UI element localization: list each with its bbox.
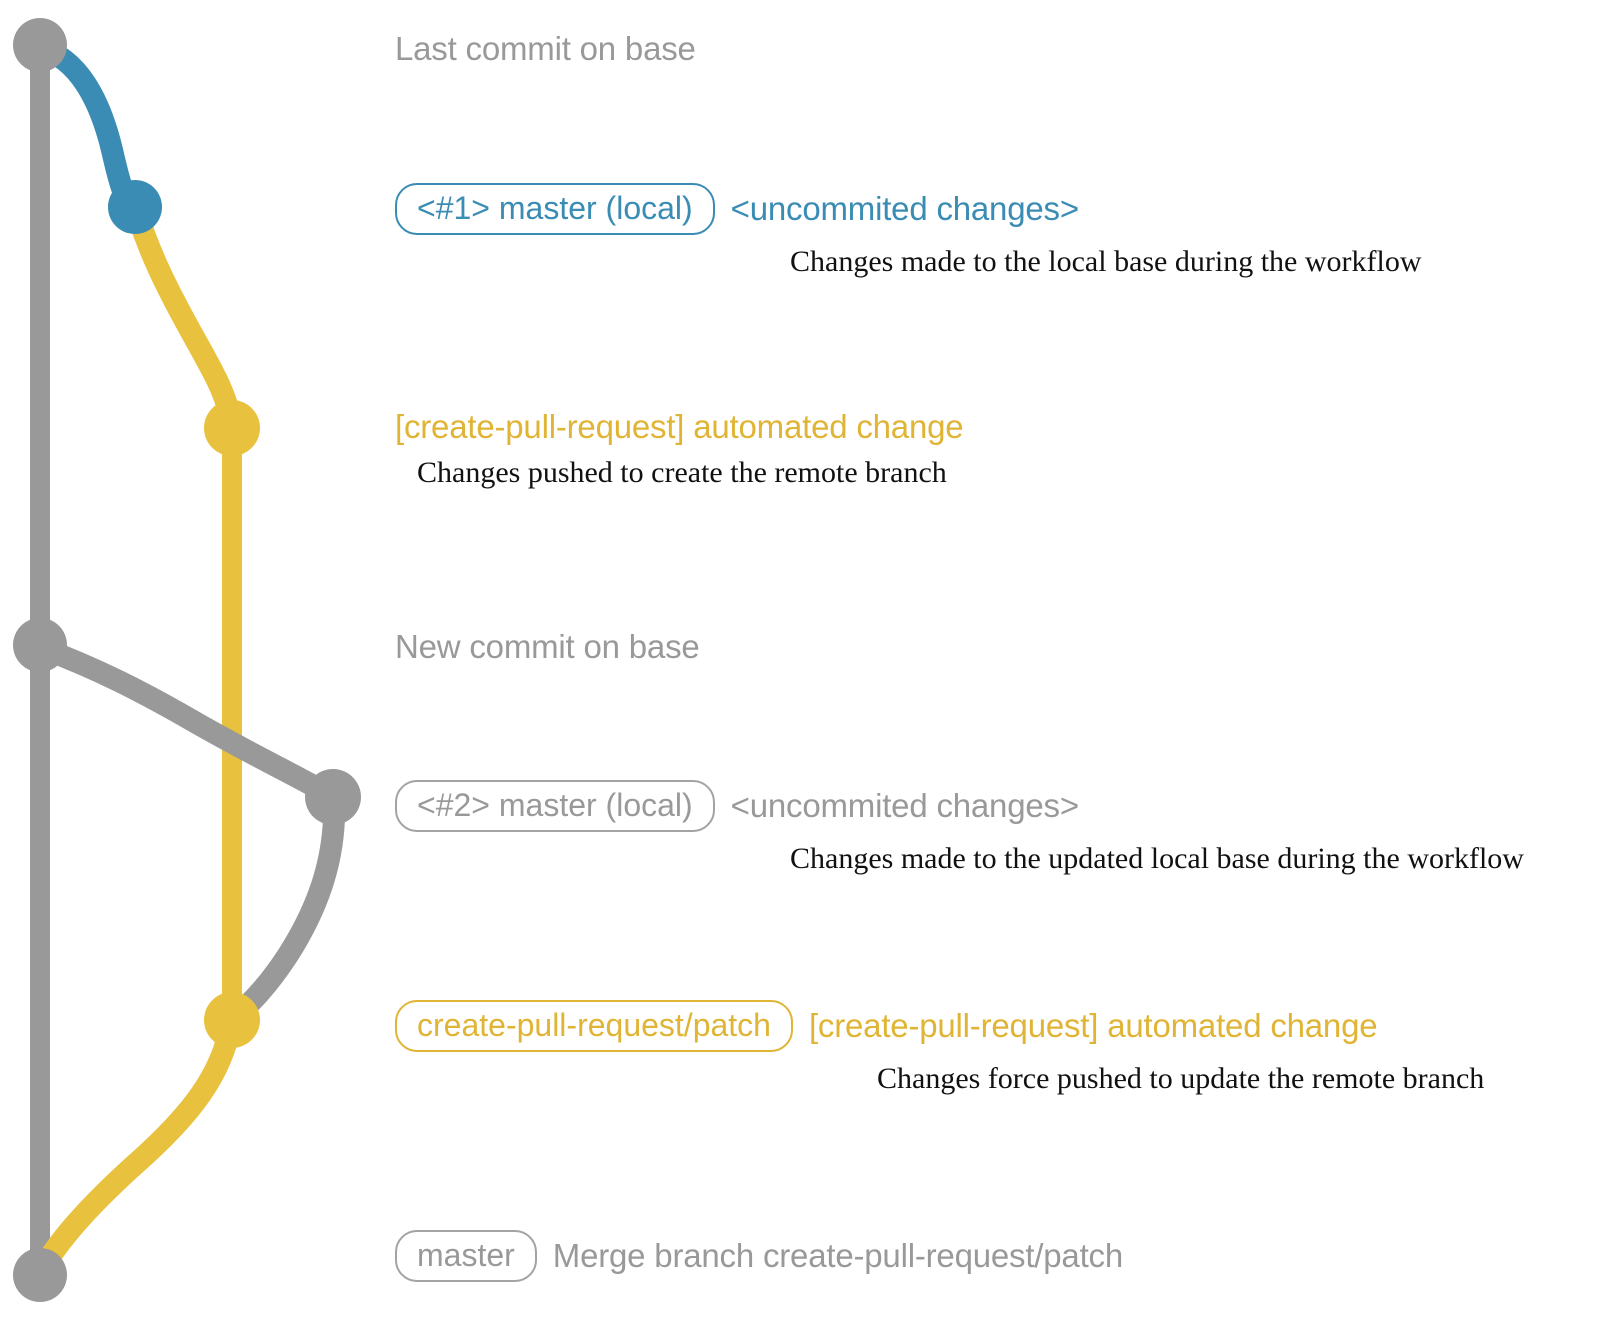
commit-node-master-merge[interactable] [13,1248,67,1302]
commit-row-main: Last commit on base [395,30,696,68]
commit-row-master-local-1: <#1> master (local) <uncommited changes>… [395,183,1422,279]
commit-message-master-local-2: <uncommited changes> [730,787,1079,824]
commit-graph-svg [13,18,361,1302]
commit-row-main: New commit on base [395,628,700,666]
commit-row-main: [create-pull-request] automated change [395,408,964,446]
commit-node-master-local-2[interactable] [305,769,361,825]
commit-node-base-last[interactable] [13,18,67,72]
commit-node-automated-change-1[interactable] [204,400,260,456]
commit-description-master-local-1: Changes made to the local base during th… [790,245,1422,278]
ref-badge-master-local-1[interactable]: <#1> master (local) [395,183,715,235]
commit-row-master-merge: master Merge branch create-pull-request/… [395,1230,1123,1282]
commit-description-master-local-2: Changes made to the updated local base d… [790,842,1524,875]
commit-row-main: <#2> master (local) <uncommited changes> [395,780,1079,832]
commit-node-base-new[interactable] [13,618,67,672]
commit-row-automated-change-1: [create-pull-request] automated change C… [395,408,964,490]
commit-row-main: <#1> master (local) <uncommited changes> [395,183,1079,235]
commit-row-main: master Merge branch create-pull-request/… [395,1230,1123,1282]
commit-row-new-commit-on-base: New commit on base [395,628,700,666]
commit-message-automated-change-1: [create-pull-request] automated change [395,408,964,445]
edge-base-new-to-master-local-2 [31,637,344,808]
commit-row-main: create-pull-request/patch [create-pull-r… [395,1000,1378,1052]
commit-row-master-local-2: <#2> master (local) <uncommited changes>… [395,780,1524,876]
edge-automated-change-2-to-master-merge [29,1012,242,1286]
ref-badge-master[interactable]: master [395,1230,537,1282]
commit-description-automated-change-1: Changes pushed to create the remote bran… [417,456,947,489]
ref-badge-master-local-2[interactable]: <#2> master (local) [395,780,715,832]
commit-title-new-commit-on-base: New commit on base [395,628,700,665]
commit-row-last-commit-on-base: Last commit on base [395,30,696,68]
commit-row-create-pull-request-patch: create-pull-request/patch [create-pull-r… [395,1000,1484,1096]
commit-message-automated-change-2: [create-pull-request] automated change [808,1007,1378,1044]
commit-title-last-commit-on-base: Last commit on base [395,30,696,67]
commit-message-master-local-1: <uncommited changes> [730,190,1079,227]
commit-node-master-local-1[interactable] [108,180,162,234]
commit-node-automated-change-2[interactable] [204,992,260,1048]
edge-master-local-1-to-automated-change-1 [125,199,243,439]
ref-badge-create-pull-request-patch[interactable]: create-pull-request/patch [395,1000,793,1052]
commit-description-automated-change-2: Changes force pushed to update the remot… [877,1062,1485,1095]
commit-message-master-merge: Merge branch create-pull-request/patch [552,1237,1124,1274]
